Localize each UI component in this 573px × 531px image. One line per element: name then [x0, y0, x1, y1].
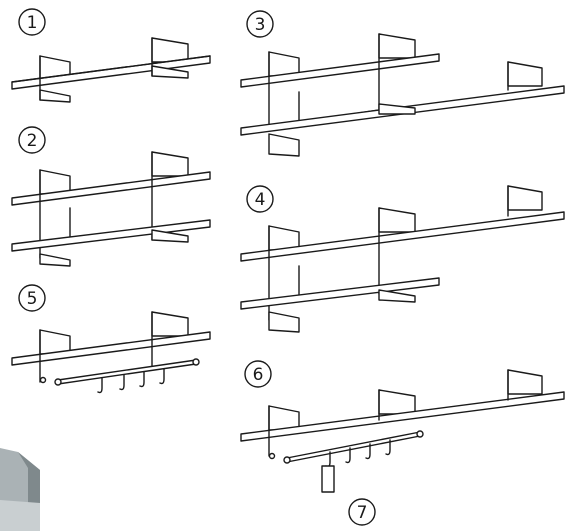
- corner-photo-fragment: [0, 448, 40, 531]
- label-5: 5: [18, 284, 46, 312]
- svg-text:2: 2: [27, 131, 38, 151]
- label-1: 1: [18, 8, 46, 36]
- svg-text:5: 5: [27, 289, 38, 309]
- label-7: 7: [348, 498, 376, 526]
- svg-text:3: 3: [255, 15, 266, 35]
- shelf-config-1: [11, 37, 211, 103]
- label-6: 6: [244, 360, 272, 388]
- shelf-config-6: [240, 369, 565, 493]
- label-2: 2: [18, 126, 46, 154]
- shelf-config-2: [11, 151, 211, 267]
- shelf-config-3: [240, 33, 565, 157]
- shelf-config-4: [240, 185, 565, 333]
- svg-text:6: 6: [253, 365, 264, 385]
- svg-text:7: 7: [357, 503, 368, 523]
- label-3: 3: [246, 10, 274, 38]
- label-4: 4: [246, 185, 274, 213]
- svg-text:4: 4: [255, 190, 266, 210]
- shelf-config-5: [11, 311, 211, 394]
- svg-text:1: 1: [27, 13, 38, 33]
